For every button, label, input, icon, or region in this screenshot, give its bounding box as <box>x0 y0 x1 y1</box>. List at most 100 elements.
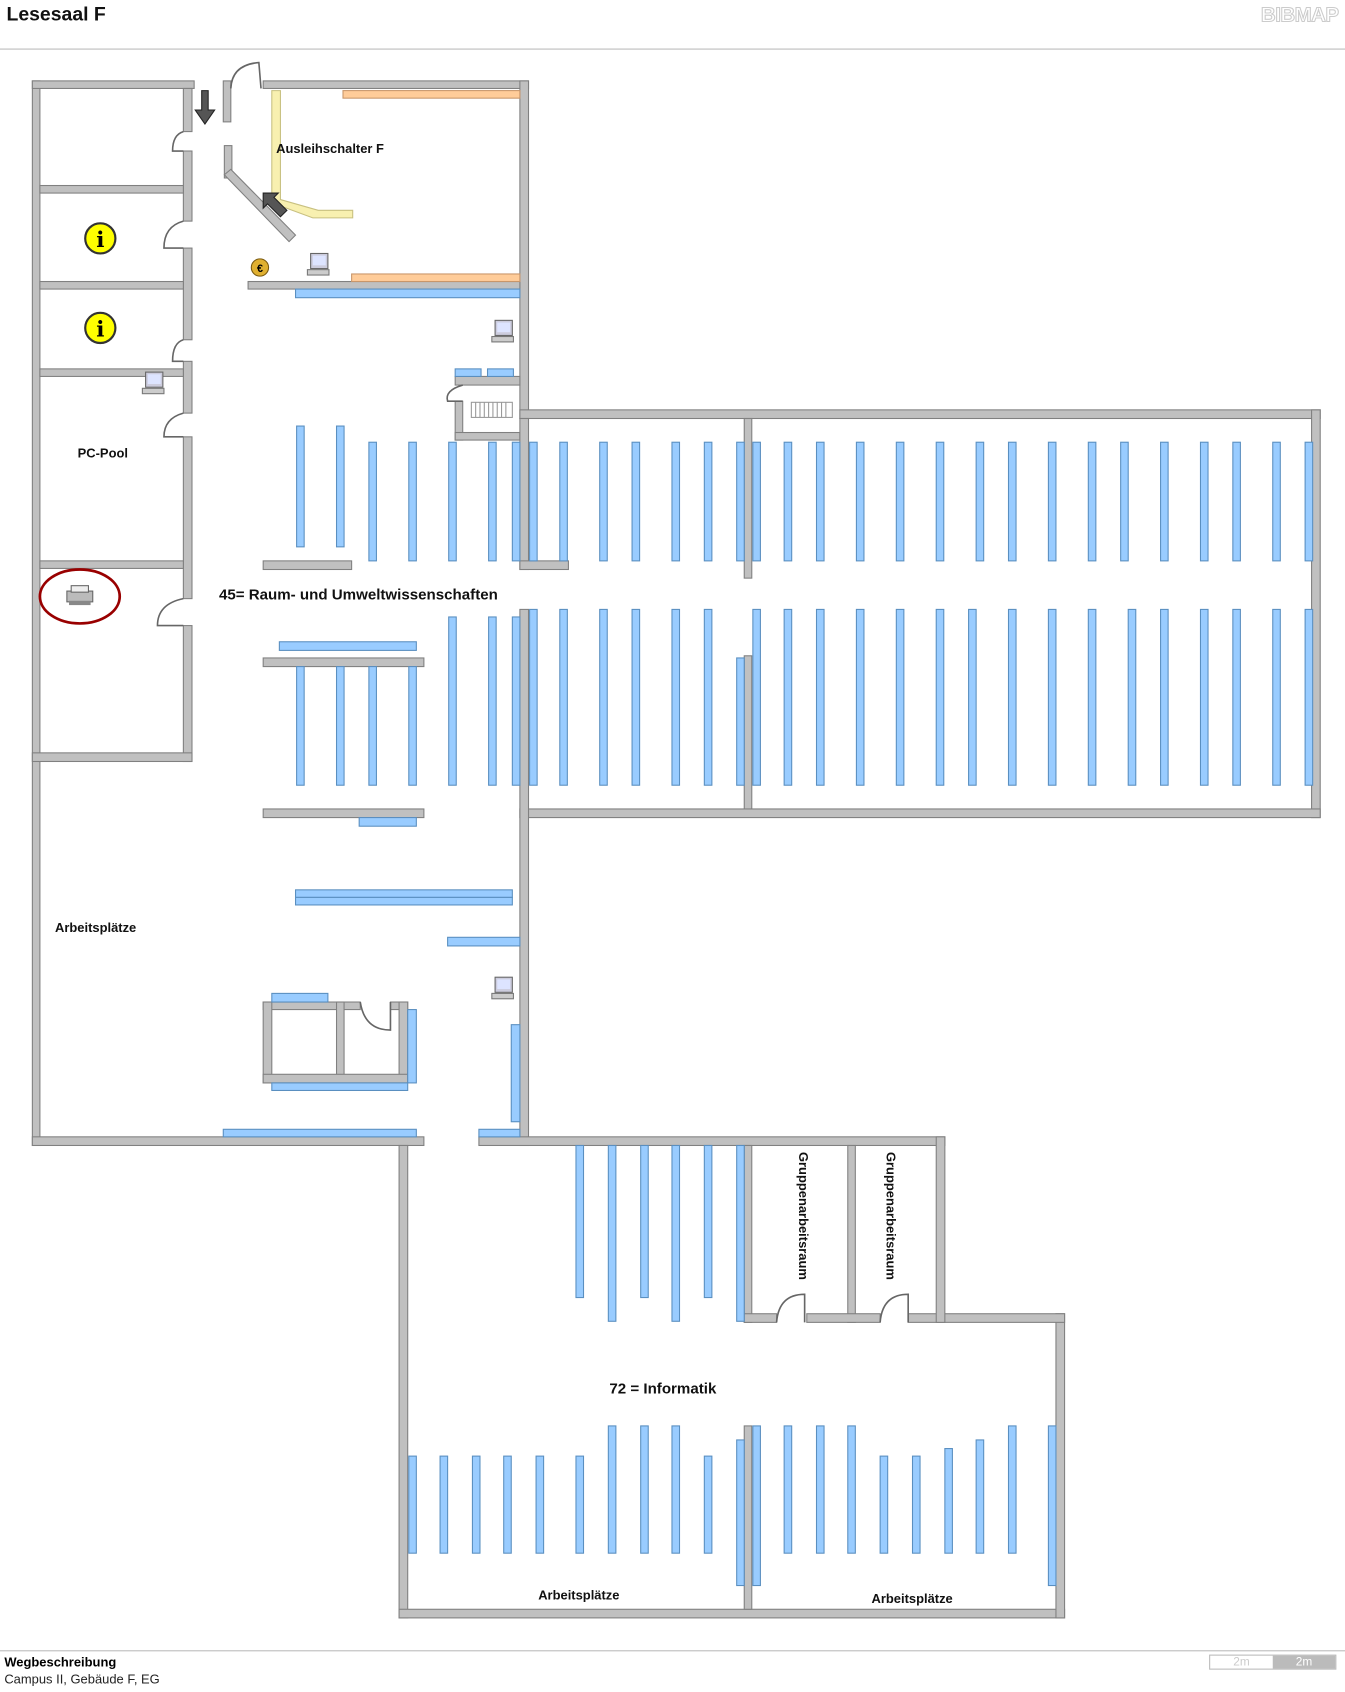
bookshelf <box>1120 441 1129 562</box>
bookshelf <box>783 608 793 786</box>
bookshelf <box>1127 608 1137 786</box>
svg-text:€: € <box>257 263 263 275</box>
bookshelf <box>736 441 745 562</box>
bookshelf <box>631 441 641 562</box>
label-gruppenarbeitsraum-1: Gruppenarbeitsraum <box>796 1152 811 1280</box>
bookshelf <box>439 1455 449 1554</box>
bookshelf <box>335 425 345 548</box>
bookshelf <box>1047 608 1057 786</box>
footer: Wegbeschreibung Campus II, Gebäude F, EG… <box>0 1650 1345 1692</box>
page-title: Lesesaal F <box>6 3 106 25</box>
bookshelf <box>1160 441 1169 562</box>
printer-icon[interactable] <box>38 568 122 625</box>
computer-icon <box>306 252 330 276</box>
bookshelf <box>575 1455 585 1554</box>
doors <box>156 61 909 1323</box>
bookshelf <box>535 1455 545 1554</box>
info-icon: i <box>84 222 117 255</box>
svg-text:i: i <box>96 318 104 343</box>
bookshelf <box>559 608 568 786</box>
bookshelf <box>847 1425 856 1554</box>
bookshelf <box>1304 608 1314 786</box>
bookshelf <box>1007 608 1017 786</box>
bookshelf <box>736 1439 745 1587</box>
bookshelf <box>703 1144 713 1299</box>
bookshelf <box>503 1455 512 1554</box>
floor-plan[interactable]: i i € Ausleihschalter F PC-Pool 45= Raum… <box>0 0 1345 1650</box>
bookshelf <box>736 657 745 786</box>
bookshelf <box>752 608 761 786</box>
svg-text:i: i <box>96 228 104 253</box>
label-arbeitsplaetze-left: Arbeitsplätze <box>55 920 136 935</box>
bookshelf <box>944 1448 953 1554</box>
bookshelf <box>855 441 865 562</box>
counters <box>222 90 521 1138</box>
scale-label-b: 2m <box>1272 1655 1336 1669</box>
bookshelf <box>783 441 793 562</box>
label-pc-pool: PC-Pool <box>78 445 128 460</box>
bookshelf <box>703 1455 713 1554</box>
info-icon: i <box>84 311 117 345</box>
bookshelf <box>607 1425 617 1554</box>
exit-arrow-icon <box>262 192 288 218</box>
bookshelf <box>783 1425 793 1554</box>
location-text: Campus II, Gebäude F, EG <box>4 1671 160 1687</box>
bookshelf <box>1160 608 1169 786</box>
bookshelf <box>975 441 985 562</box>
bookshelf <box>335 666 345 786</box>
bookshelf <box>855 608 865 786</box>
bookshelf <box>895 608 905 786</box>
bookshelf <box>671 441 681 562</box>
bookshelf <box>1304 441 1314 562</box>
bookshelf <box>1232 441 1241 562</box>
bookshelf <box>752 441 761 562</box>
bookshelf <box>1047 441 1057 562</box>
bookshelf <box>1007 441 1017 562</box>
bookshelf <box>575 1144 585 1299</box>
bookshelf <box>488 441 497 562</box>
bookshelf <box>968 608 977 786</box>
bookshelf <box>1047 1425 1057 1587</box>
bookshelf <box>1232 608 1241 786</box>
bookshelf <box>935 608 945 786</box>
directions-heading: Wegbeschreibung <box>4 1654 117 1670</box>
label-arbeitsplaetze-bottom-2: Arbeitsplätze <box>872 1591 953 1606</box>
scale-label-a: 2m <box>1233 1655 1250 1669</box>
bookshelf <box>488 616 497 786</box>
stairs-icon <box>470 401 513 418</box>
bookshelf <box>752 1425 761 1587</box>
computer-icon <box>141 371 165 395</box>
label-arbeitsplaetze-bottom-1: Arbeitsplätze <box>538 1588 619 1603</box>
bookshelf <box>975 1439 985 1554</box>
bookshelf <box>895 441 905 562</box>
bookshelf <box>815 608 825 786</box>
bookshelf <box>296 425 305 548</box>
bookshelf <box>408 666 417 786</box>
bookshelf <box>736 1144 745 1322</box>
shelves <box>296 425 1314 1587</box>
bookshelf <box>408 1455 417 1554</box>
bookshelf <box>1007 1425 1017 1554</box>
bookshelf <box>511 616 521 786</box>
bookshelf <box>607 1144 617 1322</box>
bookshelf <box>448 616 457 786</box>
walls <box>31 80 1321 1619</box>
header: Lesesaal F BIBMAP <box>0 0 1345 50</box>
bookshelf <box>1272 608 1281 786</box>
bookshelf <box>471 1455 481 1554</box>
bookshelf <box>911 1455 921 1554</box>
label-section-72: 72 = Informatik <box>609 1381 717 1398</box>
label-section-45: 45= Raum- und Umweltwissenschaften <box>219 587 498 604</box>
bookshelf <box>1087 441 1097 562</box>
bookshelf <box>599 608 608 786</box>
bookshelf <box>368 666 377 786</box>
bookshelf <box>559 441 568 562</box>
scale-bar: 2m 2m <box>1209 1654 1337 1670</box>
bookshelf <box>631 608 641 786</box>
bookshelf <box>1199 441 1209 562</box>
bookshelf <box>703 608 713 786</box>
bookshelf <box>529 441 538 562</box>
computer-icon <box>491 976 514 1000</box>
location-highlight <box>38 568 122 625</box>
bibmap-logo: BIBMAP <box>1260 4 1339 28</box>
